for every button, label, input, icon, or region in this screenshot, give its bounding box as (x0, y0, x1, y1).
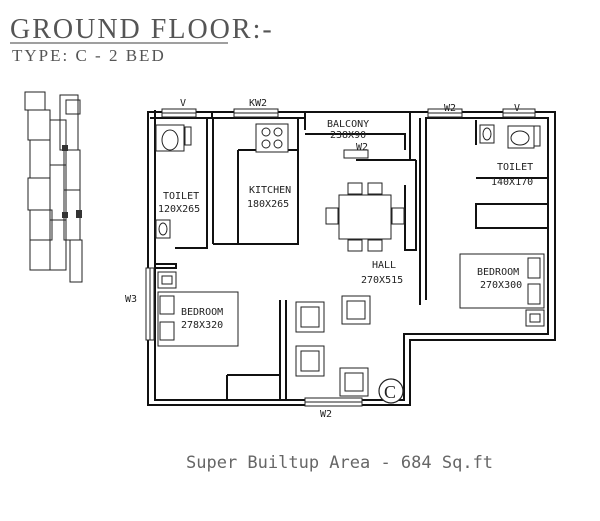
kitchen-size: 180X265 (247, 199, 289, 210)
key-plan (24, 91, 83, 283)
window-marker-w2-bottom: W2 (320, 409, 332, 420)
hall-size: 270X515 (361, 275, 403, 286)
bedroom-right-size: 270X300 (480, 280, 522, 291)
unit-marker-text: C (384, 382, 396, 402)
bedroom-right-label: BEDROOM (477, 267, 519, 278)
window-marker-kw2: KW2 (249, 98, 267, 109)
window-marker-w3: W3 (125, 294, 137, 305)
super-builtup-area: Super Builtup Area - 684 Sq.ft (186, 453, 493, 473)
window-marker-v-right: V (514, 103, 520, 114)
window-marker-w2-balcony: W2 (356, 142, 368, 153)
window-marker-v-left: V (180, 98, 186, 109)
toilet-right-size: 140X170 (491, 177, 533, 188)
page-title: GROUND FLOOR:- (10, 14, 274, 45)
toilet-left-label: TOILET (163, 191, 199, 202)
windows (145, 108, 536, 407)
hall-label: HALL (372, 260, 396, 271)
window-marker-w2-top: W2 (444, 103, 456, 114)
bedroom-left-label: BEDROOM (181, 307, 223, 318)
toilet-right-label: TOILET (497, 162, 533, 173)
interior-walls (155, 112, 549, 400)
kitchen-label: KITCHEN (249, 185, 291, 196)
bedroom-left-size: 278X320 (181, 320, 223, 331)
fixtures (155, 123, 545, 397)
balcony-label: BALCONY (327, 119, 369, 130)
page-subtitle: TYPE: C - 2 BED (12, 46, 166, 65)
toilet-left-size: 120X265 (158, 204, 200, 215)
balcony-size: 238X90 (330, 130, 366, 141)
unit-marker-circle (378, 378, 404, 404)
